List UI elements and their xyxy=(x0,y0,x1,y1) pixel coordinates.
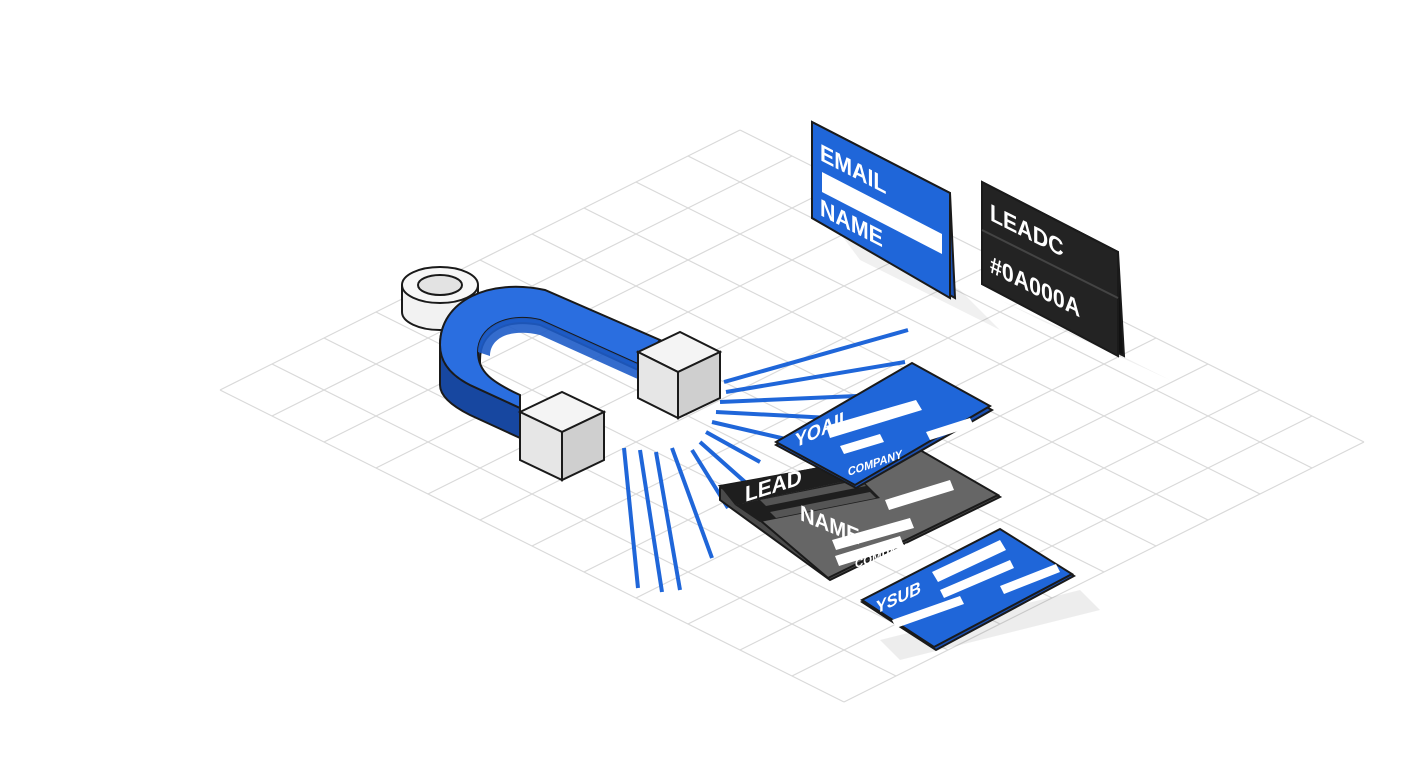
grid-line xyxy=(427,285,1053,599)
grid-line xyxy=(687,155,1313,469)
yoail-card: YOAIL COMPANY xyxy=(773,361,995,490)
grid-line xyxy=(531,233,1157,547)
lead-code-card: LEADC #0A000A xyxy=(981,180,1126,358)
grid-line xyxy=(271,363,897,677)
grid-line xyxy=(635,181,1261,495)
ysub-card: YSUB xyxy=(860,527,1077,652)
grid-line xyxy=(323,337,949,651)
grid-line xyxy=(219,389,845,703)
lead-card: LEAD NAME COMPANY xyxy=(717,448,1003,582)
magnet-icon xyxy=(438,285,723,482)
